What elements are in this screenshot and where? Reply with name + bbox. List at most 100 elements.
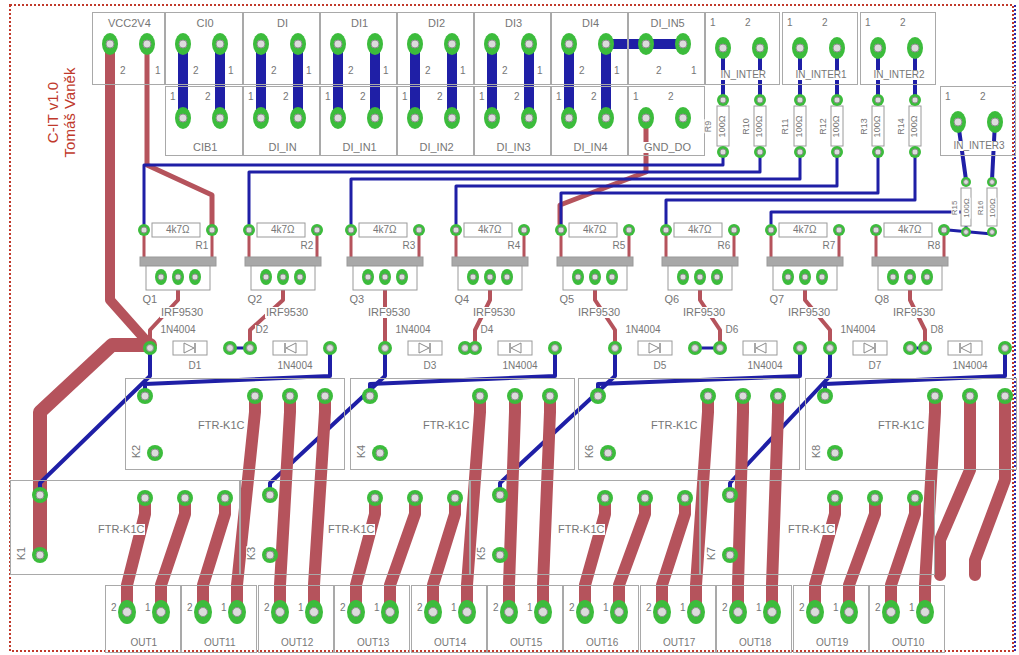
pad-hole <box>964 230 969 235</box>
pad-hole <box>511 392 519 400</box>
part-label: D3 <box>423 361 438 371</box>
part-label: IRF9530 <box>682 307 726 318</box>
connector-block: 12GND_DO <box>628 86 705 156</box>
relay-part: FTR-K1CK6 <box>578 378 800 470</box>
solder-pad <box>872 146 884 158</box>
solder-pad <box>794 94 806 106</box>
resistor-body <box>794 106 806 146</box>
copper-trace <box>410 44 420 118</box>
pad-hole <box>663 227 669 233</box>
resistor-part: 4k7ΩR5 <box>557 220 633 252</box>
part-label: 1 <box>632 92 640 102</box>
pad-hole <box>297 274 303 280</box>
solder-pad <box>600 445 616 461</box>
copper-trace <box>940 396 970 575</box>
copper-traces <box>40 44 1005 612</box>
resistor-part: 4k7ΩR6 <box>662 220 738 252</box>
pad-hole <box>552 345 559 352</box>
solder-pad <box>450 224 462 236</box>
solder-pad <box>961 227 971 237</box>
part-label: 1 <box>709 18 717 28</box>
connector-block: 12DI_IN4 <box>551 86 628 156</box>
part-label: R5 <box>612 241 627 251</box>
part-label: 1 <box>679 603 687 613</box>
solder-pad <box>904 269 916 285</box>
resistor-part: 4k7ΩR1 <box>140 220 216 252</box>
part-label: IRF9530 <box>472 307 516 318</box>
diode-symbol <box>756 343 766 353</box>
solder-pad <box>907 490 923 506</box>
pad-hole <box>594 392 602 400</box>
solder-pad <box>175 33 191 55</box>
connector-block: DI121 <box>320 12 397 85</box>
resistor-body <box>359 223 407 237</box>
diode-bar <box>509 343 511 353</box>
pad-hole <box>366 392 374 400</box>
part-label: IRF9530 <box>265 307 309 318</box>
pad-hole <box>642 114 650 122</box>
transistor-body <box>146 266 210 290</box>
solder-pad <box>372 445 388 461</box>
copper-trace <box>509 396 515 612</box>
pad-hole <box>233 608 242 617</box>
solder-pads <box>32 33 1013 624</box>
pad-hole <box>179 114 187 122</box>
solder-pad <box>247 388 263 404</box>
solder-pad <box>137 490 153 506</box>
pad-hole <box>734 608 743 617</box>
part-label: 2 <box>568 603 576 613</box>
relay-part: FTR-K1CK4 <box>350 378 575 470</box>
pad-hole <box>821 392 829 400</box>
part-label: 1 <box>247 92 255 102</box>
part-label: OUT17 <box>662 638 696 648</box>
part-label: 2 <box>436 92 444 102</box>
pad-hole <box>604 449 612 457</box>
solder-pad <box>887 269 899 285</box>
part-label: R13 <box>859 117 868 136</box>
pad-hole <box>612 345 619 352</box>
part-label: 2 <box>339 603 347 613</box>
part-label: 100Ω <box>988 197 996 218</box>
pad-hole <box>714 274 720 280</box>
resistor-body <box>717 106 729 146</box>
solder-pad <box>921 269 933 285</box>
solder-pad <box>916 600 934 624</box>
solder-pad <box>177 490 193 506</box>
solder-pad <box>345 224 357 236</box>
part-label: DI_IN <box>268 142 298 153</box>
pad-hole <box>845 608 854 617</box>
part-label: IN_INTER2 <box>873 70 926 80</box>
part-label: 1 <box>536 66 544 76</box>
part-label: 2 <box>874 603 882 613</box>
relay-part: FTR-K1CK7 <box>700 480 935 575</box>
part-label: K7 <box>706 545 717 560</box>
pad-hole <box>836 227 842 233</box>
pad-hole <box>314 227 320 233</box>
resistor-body <box>961 188 971 226</box>
resistor-part: R11100Ω <box>779 98 809 154</box>
solder-pad <box>492 547 508 563</box>
pad-hole <box>192 274 198 280</box>
part-label: 4k7Ω <box>372 225 398 235</box>
solder-pad <box>561 107 577 129</box>
pad-hole <box>141 392 149 400</box>
part-label: 1 <box>220 603 228 613</box>
relay-part: FTR-K1CK1 <box>10 480 240 575</box>
pad-hole <box>680 274 686 280</box>
solder-pad <box>424 600 442 624</box>
pad-hole <box>472 345 479 352</box>
solder-pad <box>290 33 306 55</box>
pad-hole <box>602 114 610 122</box>
part-label: 1 <box>169 92 177 102</box>
output-connector: 21OUT18 <box>716 585 792 653</box>
copper-trace <box>256 44 266 118</box>
pad-hole <box>525 40 533 48</box>
solder-pad <box>118 600 136 624</box>
part-label: OUT14 <box>433 638 467 648</box>
pad-hole <box>496 491 504 499</box>
part-label: 100Ω <box>910 114 919 138</box>
diode-part: D41N4004 <box>475 322 555 374</box>
output-connector: 21OUT12 <box>258 585 334 653</box>
part-label: 1 <box>690 66 698 76</box>
